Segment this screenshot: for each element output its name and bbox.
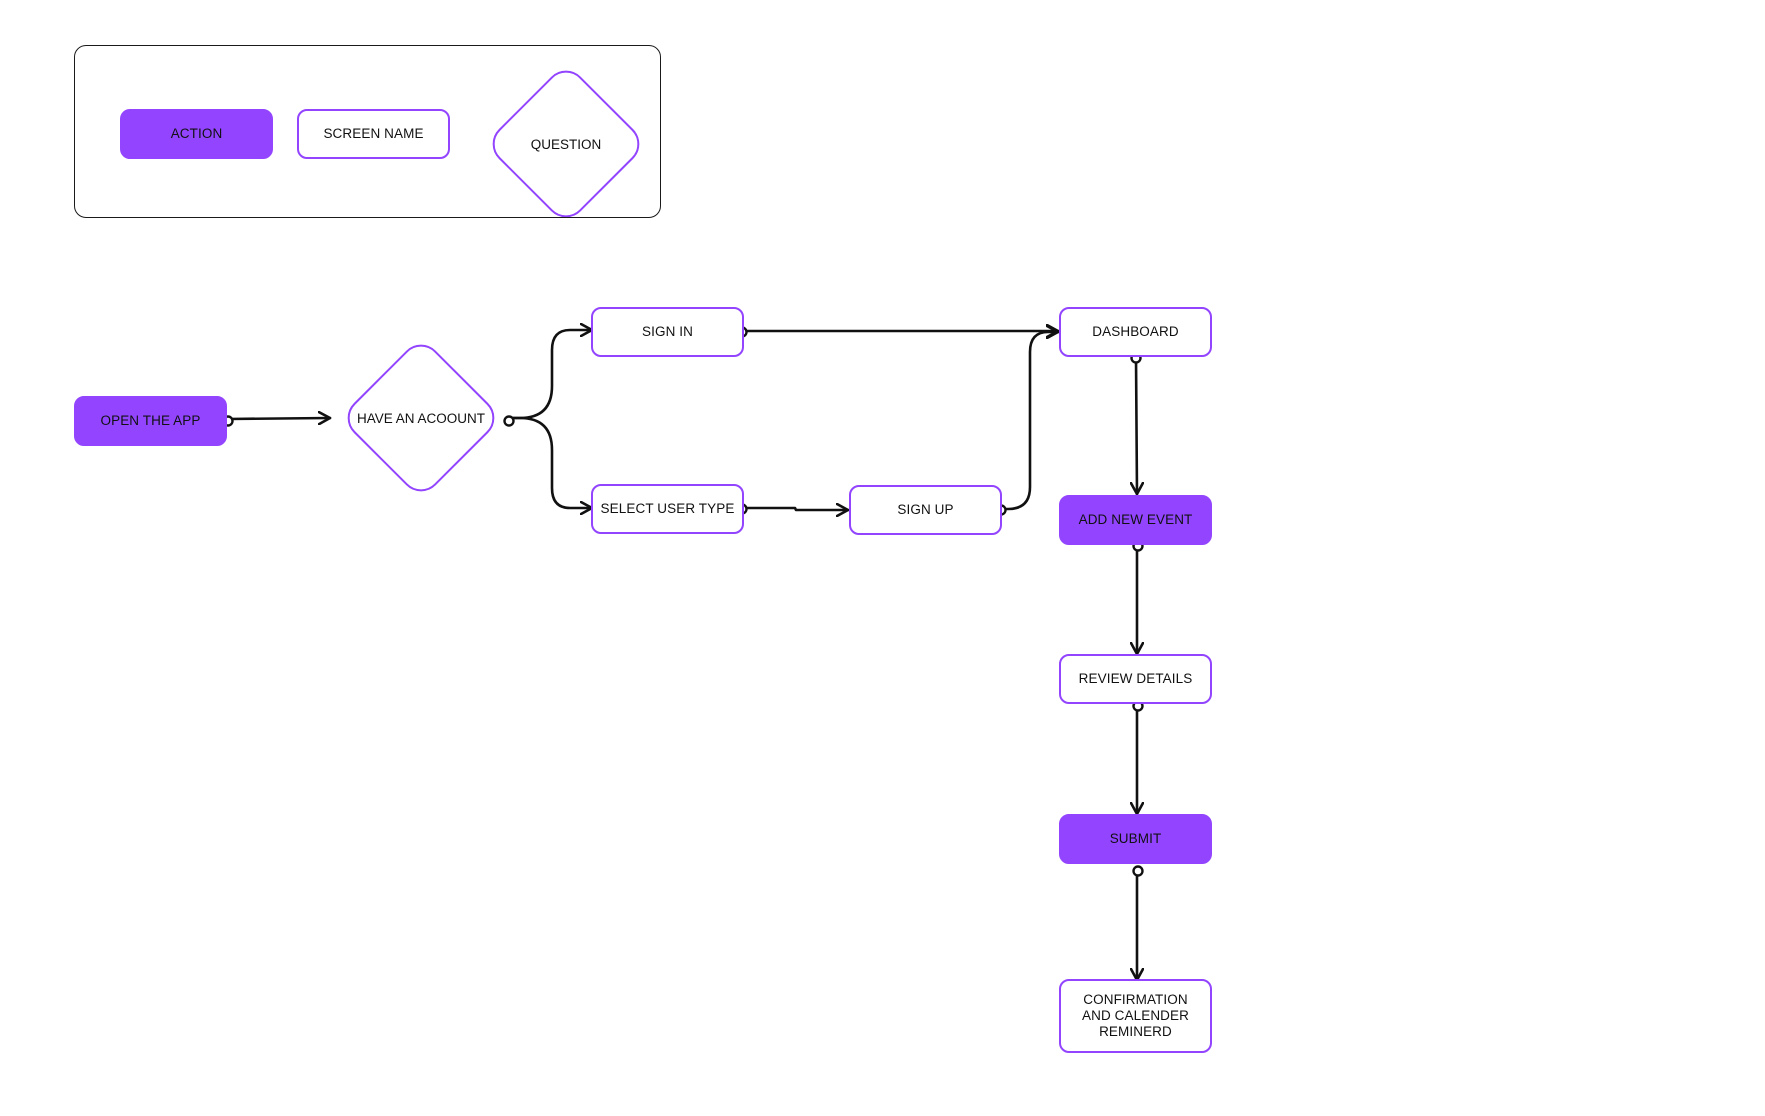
node-open-the-app[interactable]: OPEN THE APP (74, 396, 227, 446)
connector-question-to-signin (505, 330, 594, 420)
connector-open-to-question (226, 418, 332, 419)
legend-action[interactable]: ACTION (120, 109, 273, 159)
node-review-details[interactable]: REVIEW DETAILS (1059, 654, 1212, 704)
connector-dot[interactable] (1132, 865, 1144, 877)
legend-screen-name[interactable]: SCREEN NAME (297, 109, 450, 159)
node-open-the-app-label: OPEN THE APP (100, 413, 201, 428)
node-confirmation[interactable]: CONFIRMATION AND CALENDER REMINERD (1059, 979, 1212, 1053)
node-have-an-account[interactable]: HAVE AN ACOOUNT (356, 410, 486, 426)
node-confirmation-label: CONFIRMATION AND CALENDER REMINERD (1082, 992, 1189, 1039)
connector-usertype-to-signup (740, 508, 850, 510)
connector-signup-to-dashboard (998, 332, 1060, 511)
node-sign-up[interactable]: SIGN UP (849, 485, 1002, 535)
node-review-details-label: REVIEW DETAILS (1078, 671, 1193, 686)
node-submit[interactable]: SUBMIT (1059, 814, 1212, 864)
node-select-user-type[interactable]: SELECT USER TYPE (591, 484, 744, 534)
node-sign-up-label: SIGN UP (897, 502, 954, 517)
legend-panel (74, 45, 661, 218)
connector-dashboard-to-addevent (1136, 355, 1137, 496)
legend-action-label: ACTION (170, 126, 223, 141)
legend-screen-name-label: SCREEN NAME (323, 126, 424, 141)
node-submit-label: SUBMIT (1109, 831, 1162, 846)
node-add-new-event[interactable]: ADD NEW EVENT (1059, 495, 1212, 545)
connector-dot[interactable] (503, 415, 515, 427)
legend-question-shape (492, 70, 640, 218)
node-sign-in-label: SIGN IN (642, 324, 693, 339)
node-add-new-event-label: ADD NEW EVENT (1078, 512, 1193, 527)
node-sign-in[interactable]: SIGN IN (591, 307, 744, 357)
have-an-account-shape (347, 344, 495, 492)
legend-question-label[interactable]: QUESTION (530, 136, 602, 152)
node-dashboard-label: DASHBOARD (1092, 324, 1179, 339)
node-select-user-type-label: SELECT USER TYPE (600, 501, 735, 516)
node-dashboard[interactable]: DASHBOARD (1059, 307, 1212, 357)
connector-question-to-usertype (505, 416, 594, 508)
